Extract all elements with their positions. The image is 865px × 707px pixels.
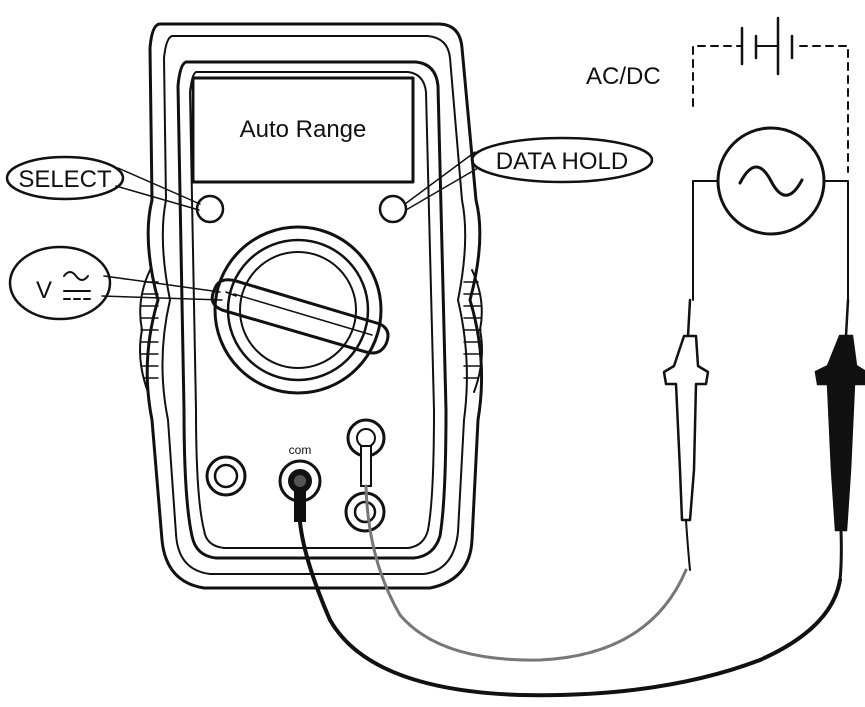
com-lead bbox=[294, 490, 842, 698]
display-text: Auto Range bbox=[240, 116, 367, 143]
jack-left[interactable] bbox=[205, 455, 247, 497]
lcd-display bbox=[191, 76, 415, 184]
select-callout: SELECT bbox=[5, 155, 201, 211]
multimeter-body: Auto Range com bbox=[139, 22, 484, 590]
data-hold-button[interactable] bbox=[378, 194, 408, 224]
rotary-dial[interactable] bbox=[210, 225, 390, 395]
right-grip bbox=[463, 269, 483, 393]
function-v-label: V bbox=[36, 277, 52, 304]
com-label: com bbox=[289, 443, 312, 457]
ac-dc-voltage-icon bbox=[63, 271, 91, 300]
ac-source bbox=[692, 126, 849, 301]
select-button[interactable] bbox=[195, 194, 225, 224]
data-hold-callout: DATA HOLD bbox=[404, 136, 654, 211]
function-callout: V bbox=[8, 245, 223, 321]
jack-v[interactable] bbox=[344, 491, 386, 533]
select-label: SELECT bbox=[18, 166, 112, 193]
data-hold-label: DATA HOLD bbox=[496, 148, 628, 175]
red-probe[interactable] bbox=[662, 298, 710, 571]
dc-source bbox=[692, 16, 849, 173]
dial-knob[interactable] bbox=[210, 278, 390, 355]
source-label: AC/DC bbox=[586, 63, 661, 90]
battery-icon bbox=[740, 16, 794, 76]
v-lead bbox=[360, 445, 688, 662]
sine-wave-icon bbox=[738, 165, 804, 197]
black-probe[interactable] bbox=[814, 298, 865, 582]
